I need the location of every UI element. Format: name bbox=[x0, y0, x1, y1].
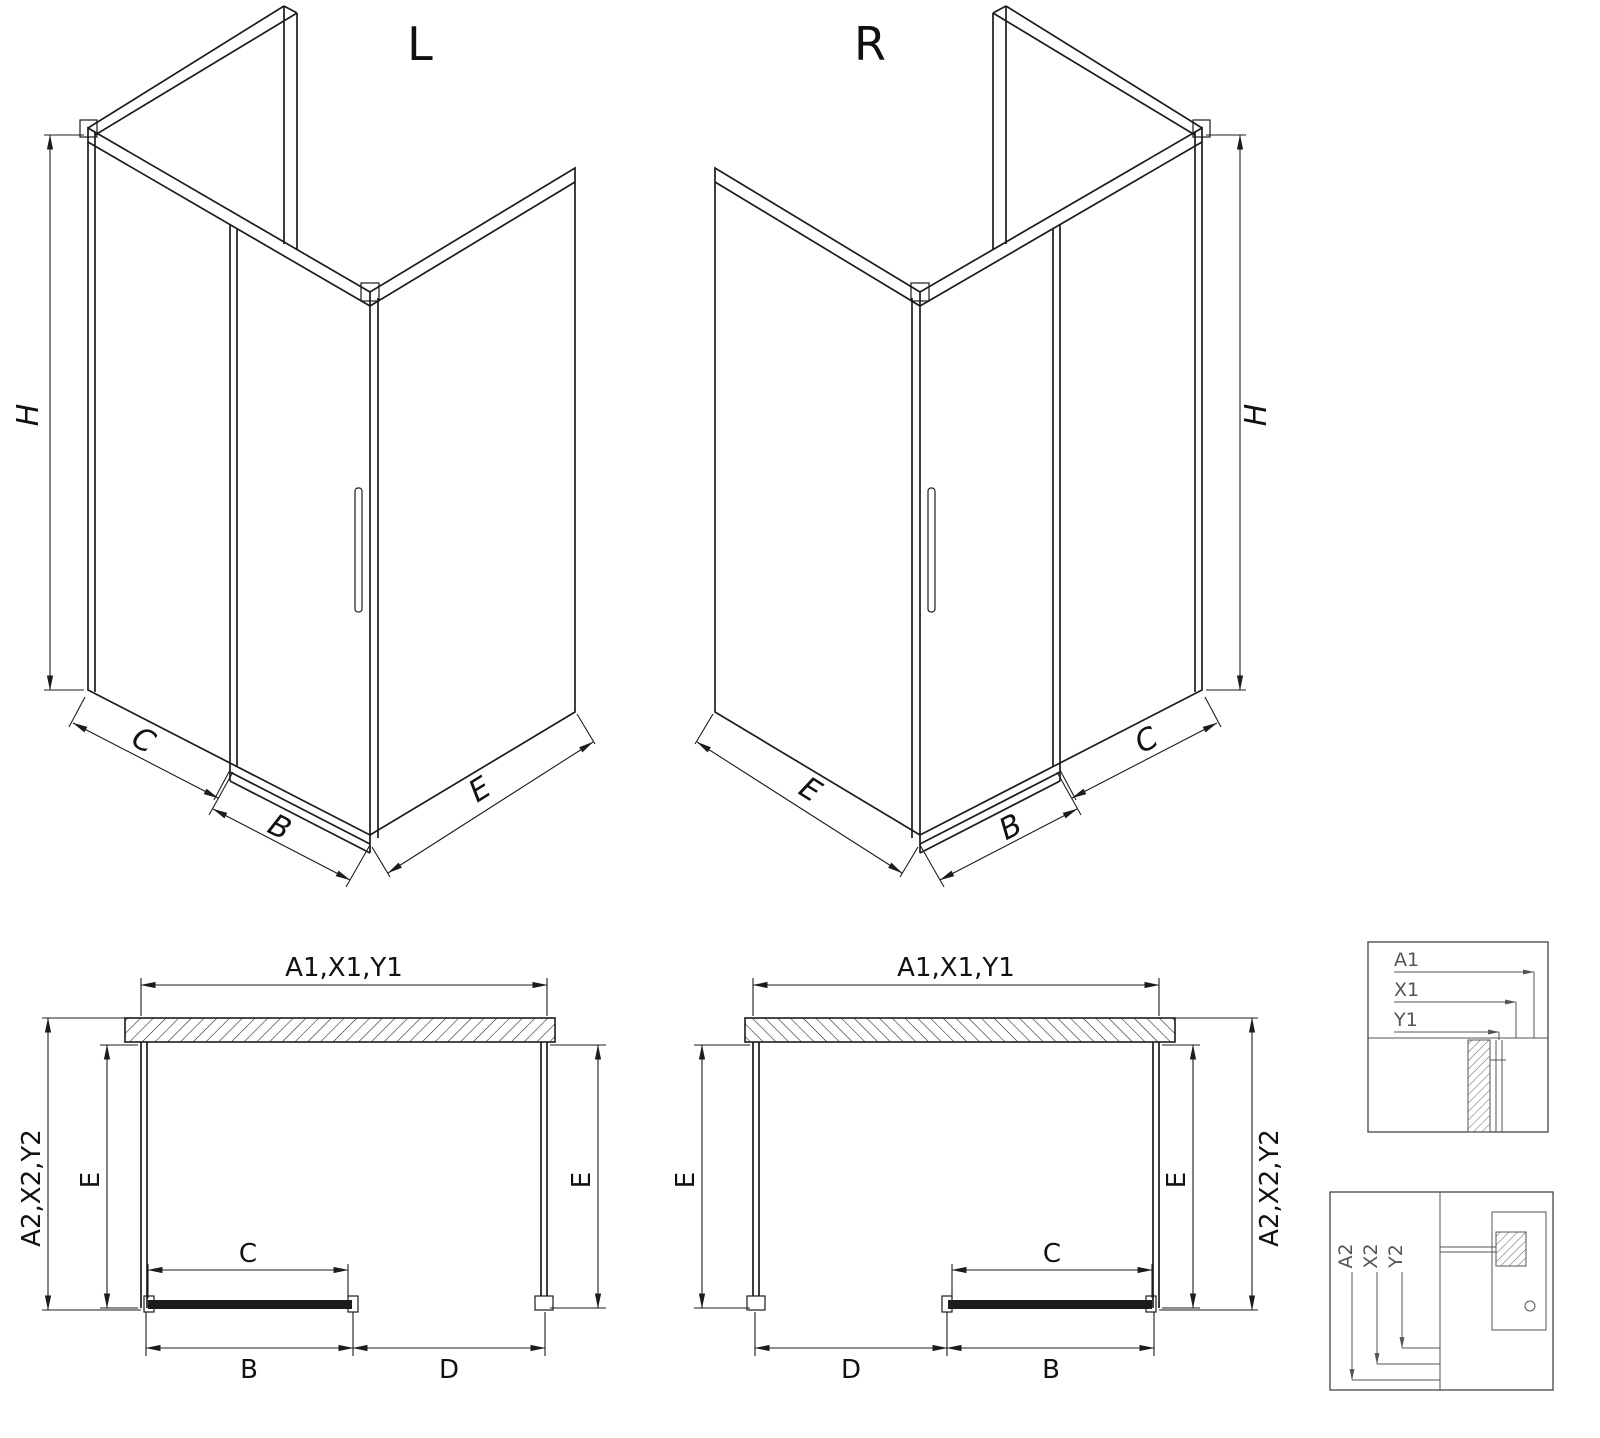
fixing-screw bbox=[1524, 1300, 1536, 1312]
plan-extension-lines bbox=[42, 978, 606, 1356]
dim-label-c: C bbox=[1043, 1239, 1061, 1269]
dim-label-e: E bbox=[793, 770, 828, 810]
dim-label-e-left: E bbox=[671, 1172, 701, 1188]
dim-line-b bbox=[212, 808, 351, 881]
dim-label-a1x1y1: A1,X1,Y1 bbox=[897, 953, 1015, 983]
detail-floor-profile: A2 X2 Y2 bbox=[1329, 1191, 1554, 1391]
door-handle bbox=[354, 487, 363, 613]
wall-bracket-top bbox=[79, 119, 98, 138]
iso-right-view: R H C B E bbox=[695, 6, 1274, 887]
dim-label-y2: Y2 bbox=[1385, 1244, 1407, 1269]
dim-label-x2: X2 bbox=[1360, 1243, 1382, 1268]
iso-right-geometry bbox=[695, 6, 1246, 887]
sliding-door-plan bbox=[148, 1300, 352, 1309]
dim-label-d: D bbox=[841, 1355, 861, 1385]
sliding-door-edges bbox=[229, 225, 371, 854]
detail-frame bbox=[1329, 1191, 1554, 1391]
dim-label-b: B bbox=[1042, 1355, 1060, 1385]
dim-line-e bbox=[387, 741, 594, 874]
corner-connector bbox=[360, 282, 380, 302]
glass-panels-plan bbox=[140, 1042, 548, 1308]
dim-label-a1: A1 bbox=[1394, 949, 1419, 971]
detail-wall-profile: A1 X1 Y1 bbox=[1367, 941, 1549, 1133]
dim-label-c: C bbox=[126, 720, 161, 761]
dim-label-e-right: E bbox=[567, 1172, 597, 1188]
wall-section-hatched bbox=[124, 1017, 556, 1043]
iso-geometry bbox=[44, 5, 596, 888]
view-title-left: L bbox=[407, 17, 433, 71]
door-roller-left bbox=[143, 1295, 155, 1313]
plan-left-view: A1,X1,Y1 A2,X2,Y2 E E C B D bbox=[17, 953, 606, 1385]
dim-label-d: D bbox=[439, 1355, 459, 1385]
plan-right-view: A1,X1,Y1 A2,X2,Y2 E E C D B bbox=[671, 953, 1285, 1385]
dim-label-a2x2y2: A2,X2,Y2 bbox=[1255, 1129, 1285, 1247]
dim-label-e: E bbox=[463, 770, 498, 810]
dim-label-c: C bbox=[239, 1239, 257, 1269]
dim-label-a1x1y1: A1,X1,Y1 bbox=[285, 953, 403, 983]
dim-label-e-right: E bbox=[1162, 1172, 1192, 1188]
view-title-right: R bbox=[854, 17, 886, 71]
glass-profile-lines bbox=[1440, 1246, 1496, 1253]
plan-geometry bbox=[42, 978, 606, 1356]
glass-profile-lines bbox=[1489, 1040, 1506, 1132]
dim-line-c bbox=[72, 722, 219, 799]
dim-label-x1: X1 bbox=[1394, 979, 1419, 1001]
dim-label-y1: Y1 bbox=[1393, 1009, 1418, 1031]
dim-label-c: C bbox=[1129, 720, 1164, 761]
dimension-extension-lines bbox=[44, 134, 596, 888]
profile-cross-section bbox=[1495, 1231, 1527, 1267]
panel-foot-profile bbox=[534, 1295, 554, 1311]
dim-label-h: H bbox=[11, 404, 46, 427]
dim-label-b: B bbox=[994, 807, 1028, 848]
glass-panels-outline bbox=[87, 5, 576, 838]
dim-label-e-left: E bbox=[76, 1172, 106, 1188]
detail-frame bbox=[1367, 941, 1549, 1133]
dim-label-b: B bbox=[240, 1355, 258, 1385]
dim-label-a2x2y2: A2,X2,Y2 bbox=[17, 1129, 47, 1247]
floor-channel-outline bbox=[1491, 1211, 1547, 1331]
dim-label-h: H bbox=[1239, 404, 1274, 427]
dim-label-a2: A2 bbox=[1335, 1243, 1357, 1268]
dim-label-b: B bbox=[262, 807, 296, 848]
iso-left-view: L H C B E bbox=[11, 5, 596, 888]
plan-right-geometry bbox=[694, 978, 1258, 1356]
wall-cross-section bbox=[1467, 1039, 1491, 1133]
